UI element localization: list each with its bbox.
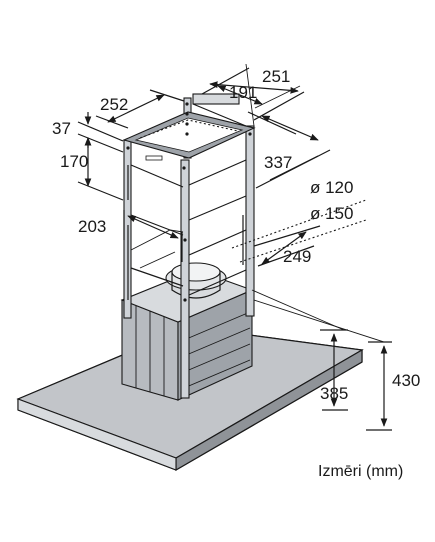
label-249: 249 [283, 247, 311, 266]
label-385: 385 [320, 384, 348, 403]
dim-249: 249 [253, 225, 321, 267]
dim-203: 203 [78, 210, 183, 262]
dim-385: 385 [251, 289, 348, 411]
label-430: 430 [392, 371, 420, 390]
label-170: 170 [60, 152, 88, 171]
dim-diameter-150: ø 150 [239, 204, 367, 263]
label-252: 252 [100, 95, 128, 114]
label-337: 337 [264, 153, 292, 172]
dim-170: 170 [60, 137, 124, 201]
dim-37: 37 [52, 112, 124, 153]
label-203: 203 [78, 217, 106, 236]
label-251: 251 [262, 67, 290, 86]
dim-191: 191 [217, 83, 263, 105]
dim-430: 430 [253, 299, 420, 431]
units-caption: Izmēri (mm) [318, 463, 403, 480]
label-diameter-150: ø 150 [310, 204, 353, 223]
label-diameter-120: ø 120 [310, 178, 353, 197]
dim-252: 252 [95, 89, 185, 129]
label-37: 37 [52, 119, 71, 138]
dim-337: 337 [247, 111, 331, 189]
label-191: 191 [229, 83, 257, 102]
dim-diameter-120: ø 120 [231, 178, 367, 249]
